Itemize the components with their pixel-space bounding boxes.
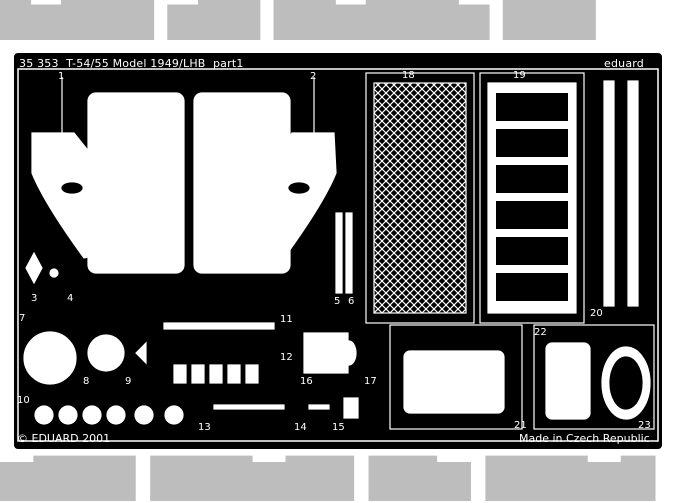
part-number-7: 7 xyxy=(19,313,26,324)
part-17 xyxy=(341,340,357,366)
brand-name: eduard xyxy=(604,57,644,70)
part-18 xyxy=(373,82,467,314)
part-21 xyxy=(403,350,505,414)
part-number-9: 9 xyxy=(125,376,132,387)
part-number-22: 22 xyxy=(534,327,547,338)
part-number-8: 8 xyxy=(83,376,90,387)
background-ghost-text-top: ▇▆▇▇▇ ▆▇▇ ▇▇▆▇▇▇▆ ▇▇▇ xyxy=(0,0,596,40)
part-number-21: 21 xyxy=(514,420,527,431)
part-10 xyxy=(34,405,184,425)
part-number-4: 4 xyxy=(67,293,74,304)
part-14 xyxy=(308,404,330,410)
part-6 xyxy=(345,212,353,294)
sheet-title: T-54/55 Model 1949/LHB xyxy=(66,57,206,70)
part-number-12: 12 xyxy=(280,352,293,363)
part-number-6: 6 xyxy=(348,296,355,307)
part-4 xyxy=(49,268,59,278)
part-number-2: 2 xyxy=(310,71,317,82)
part-22 xyxy=(545,342,591,420)
part-15 xyxy=(343,397,359,419)
part-number-15: 15 xyxy=(332,422,345,433)
part-number-10: 10 xyxy=(17,395,30,406)
part-7 xyxy=(23,331,77,385)
part-11 xyxy=(163,322,275,330)
part-number-16: 16 xyxy=(300,376,313,387)
part-number-11: 11 xyxy=(280,314,293,325)
part-number-1: 1 xyxy=(58,71,65,82)
sheet-code: 35 353 xyxy=(19,57,59,70)
part-number-5: 5 xyxy=(334,296,341,307)
part-13 xyxy=(213,404,285,410)
part-number-23: 23 xyxy=(638,420,651,431)
part-12 xyxy=(173,364,259,384)
photo-etch-fret: 35 353 T-54/55 Model 1949/LHB part1 edua… xyxy=(14,53,662,449)
part-number-17: 17 xyxy=(364,376,377,387)
part-number-13: 13 xyxy=(198,422,211,433)
sheet-part: part1 xyxy=(212,57,244,70)
part-20 xyxy=(603,80,615,307)
part-number-18: 18 xyxy=(402,70,415,81)
part-2 xyxy=(263,132,337,259)
part-number-20: 20 xyxy=(590,308,603,319)
background-ghost-text-bottom: ▆▇▇▇ ▇▇▇▆▇▇ ▇▇▆ ▇▇▇▆▇ xyxy=(0,450,656,501)
part-number-19: 19 xyxy=(513,70,526,81)
made-in-text: Made in Czech Republic xyxy=(519,432,650,445)
fret-artwork xyxy=(17,68,659,442)
part-3 xyxy=(25,251,43,285)
part-number-14: 14 xyxy=(294,422,307,433)
part-5 xyxy=(335,212,343,294)
part-9 xyxy=(135,341,147,365)
part-8 xyxy=(87,334,125,372)
part-number-3: 3 xyxy=(31,293,38,304)
copyright-text: © EDUARD 2001 xyxy=(17,432,111,445)
part-1-plate xyxy=(87,92,185,274)
